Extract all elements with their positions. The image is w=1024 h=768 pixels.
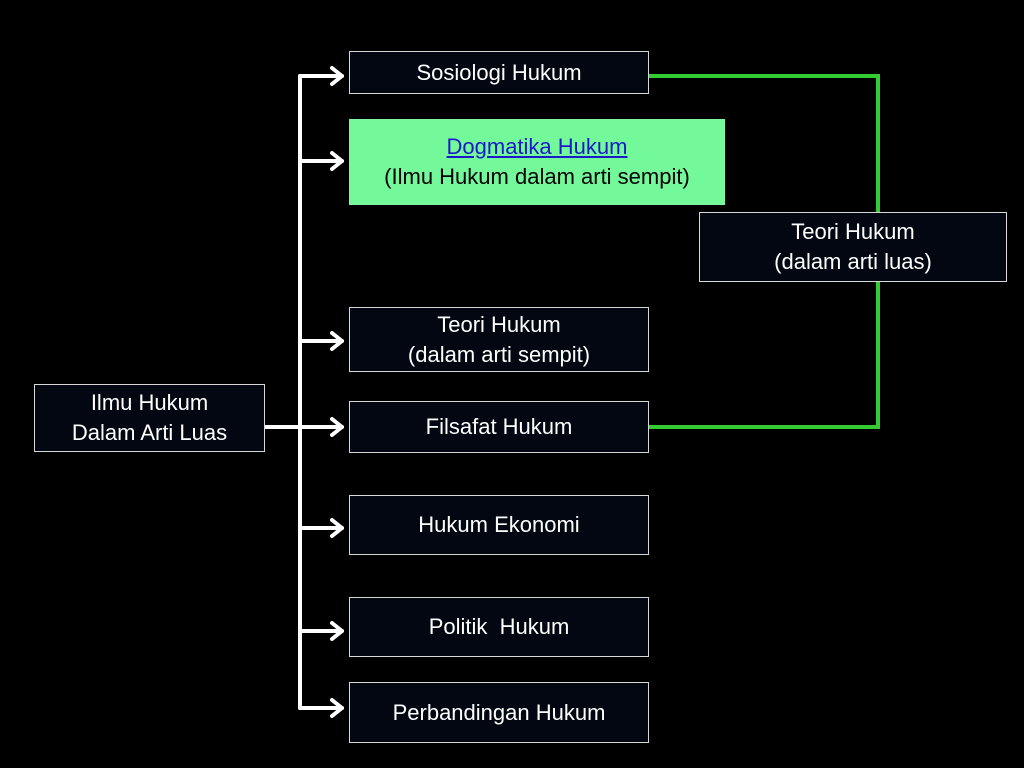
node-sosiologi-label: Sosiologi Hukum: [416, 59, 582, 85]
node-hukum-ekonomi: Hukum Ekonomi: [349, 495, 649, 555]
white-tree-connectors: [263, 66, 344, 718]
arrowhead-dogmatika: [330, 151, 344, 171]
arrowhead-perbandingan: [330, 698, 344, 718]
node-filsafat-label: Filsafat Hukum: [425, 414, 573, 439]
node-ekonomi-label: Hukum Ekonomi: [418, 512, 580, 537]
node-politik-label: Politik Hukum: [428, 614, 570, 639]
node-teori-luas-line1: Teori Hukum: [791, 219, 915, 244]
node-teori-sempit-line1: Teori Hukum: [437, 311, 561, 337]
node-perbandingan-hukum: Perbandingan Hukum: [349, 682, 649, 743]
node-sosiologi-hukum: Sosiologi Hukum: [349, 51, 649, 94]
root-node-line2: Dalam Arti Luas: [71, 420, 228, 445]
node-teori-hukum-sempit: Teori Hukum (dalam arti sempit): [349, 307, 649, 372]
node-teori-luas-line2: (dalam arti luas): [774, 249, 932, 274]
green-bracket: [649, 74, 880, 429]
node-filsafat-hukum: Filsafat Hukum: [349, 401, 649, 453]
node-teori-hukum-luas: Teori Hukum (dalam arti luas): [699, 212, 1007, 282]
node-teori-sempit-line2: (dalam arti sempit): [407, 341, 591, 367]
node-politik-hukum: Politik Hukum: [349, 597, 649, 657]
arrowhead-ekonomi: [330, 518, 344, 538]
node-dogmatika-sub: (Ilmu Hukum dalam arti sempit): [384, 164, 690, 189]
root-node-ilmu-hukum: Ilmu Hukum Dalam Arti Luas: [34, 384, 265, 452]
arrowhead-teori-sempit: [330, 331, 344, 351]
node-dogmatika-hukum: Dogmatika Hukum (Ilmu Hukum dalam arti s…: [349, 119, 725, 205]
arrowhead-filsafat: [330, 417, 344, 437]
arrowhead-politik: [330, 621, 344, 641]
dogmatika-hukum-link[interactable]: Dogmatika Hukum: [446, 134, 628, 159]
node-perbandingan-label: Perbandingan Hukum: [392, 699, 606, 725]
root-node-line1: Ilmu Hukum: [90, 390, 209, 415]
arrowhead-sosiologi: [330, 66, 344, 86]
